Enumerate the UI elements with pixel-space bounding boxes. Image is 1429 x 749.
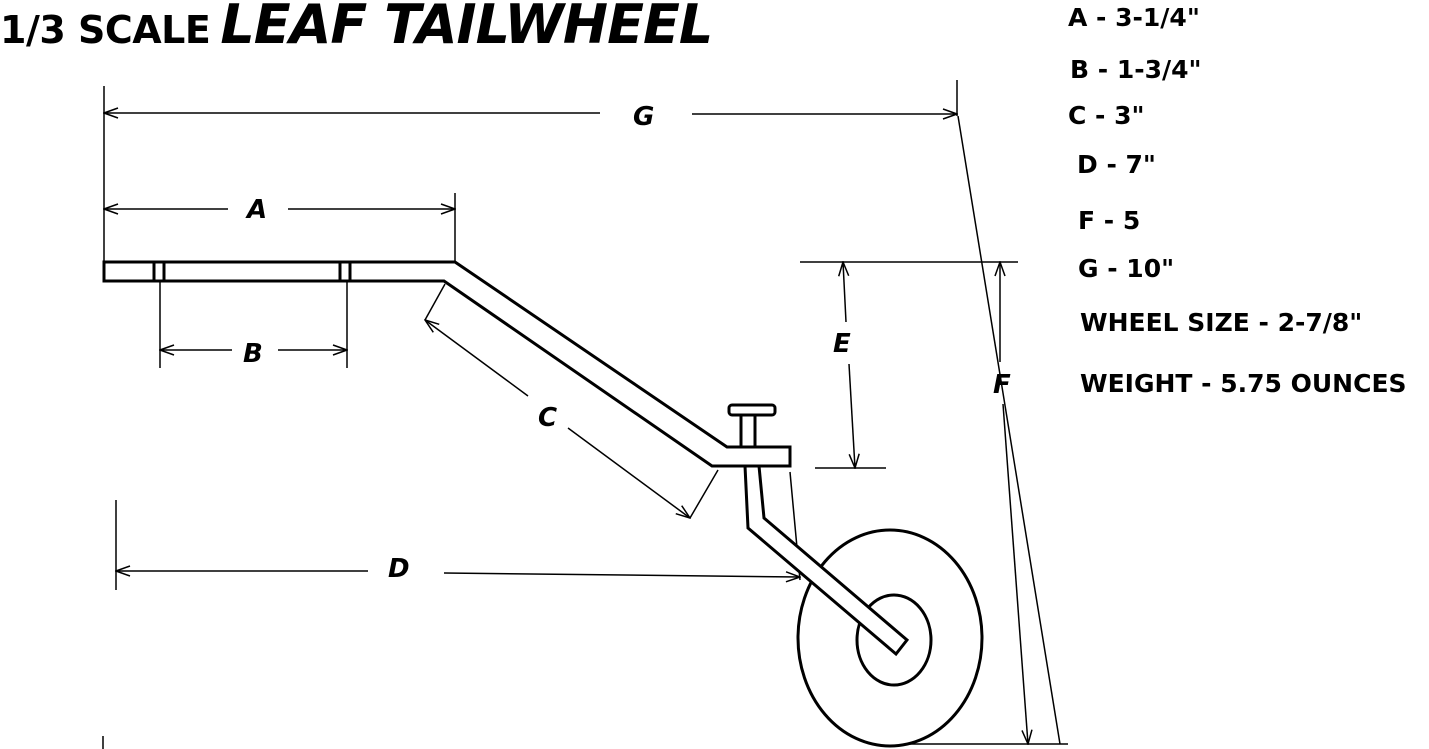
dimension-d-right bbox=[443, 573, 800, 577]
leaf-spring bbox=[102, 260, 792, 468]
dimension-label-b: B bbox=[243, 339, 263, 369]
spec-a: A - 3-1/4" bbox=[1068, 3, 1200, 32]
dimension-label-e: E bbox=[833, 329, 851, 359]
tailwheel-fork bbox=[743, 464, 910, 657]
spec-d: D - 7" bbox=[1077, 150, 1156, 179]
dimension-c-tick-upper bbox=[424, 283, 446, 321]
extension-line-g-slant bbox=[957, 115, 1061, 745]
dimension-label-d: D bbox=[388, 554, 410, 584]
dimension-f-lower bbox=[1002, 403, 1028, 744]
dimension-label-a: A bbox=[245, 195, 267, 225]
dimension-e-lower bbox=[848, 363, 855, 468]
dimension-e-upper bbox=[843, 262, 846, 323]
steering-pin-shaft bbox=[739, 412, 757, 449]
title-scale: 1/3 SCALE bbox=[0, 8, 211, 52]
title-leaf-tailwheel: LEAF TAILWHEEL bbox=[220, 0, 713, 56]
spec-g: G - 10" bbox=[1078, 254, 1175, 283]
dimension-label-c: C bbox=[538, 403, 557, 433]
mounting-hole-right bbox=[338, 260, 352, 283]
spec-c: C - 3" bbox=[1068, 101, 1145, 130]
spec-f: F - 5 bbox=[1078, 206, 1141, 235]
steering-pin-head bbox=[727, 403, 777, 417]
dimension-label-f: F bbox=[993, 370, 1011, 400]
spec-wheel-size: WHEEL SIZE - 2-7/8" bbox=[1080, 308, 1363, 337]
spec-weight: WEIGHT - 5.75 OUNCES bbox=[1080, 369, 1407, 398]
dimension-c-tick bbox=[689, 469, 719, 519]
mounting-hole-left bbox=[152, 260, 166, 283]
spec-b: B - 1-3/4" bbox=[1070, 55, 1202, 84]
dimension-c-upper bbox=[425, 320, 529, 397]
dimension-label-g: G bbox=[633, 102, 654, 132]
dimension-c-lower bbox=[567, 427, 690, 518]
